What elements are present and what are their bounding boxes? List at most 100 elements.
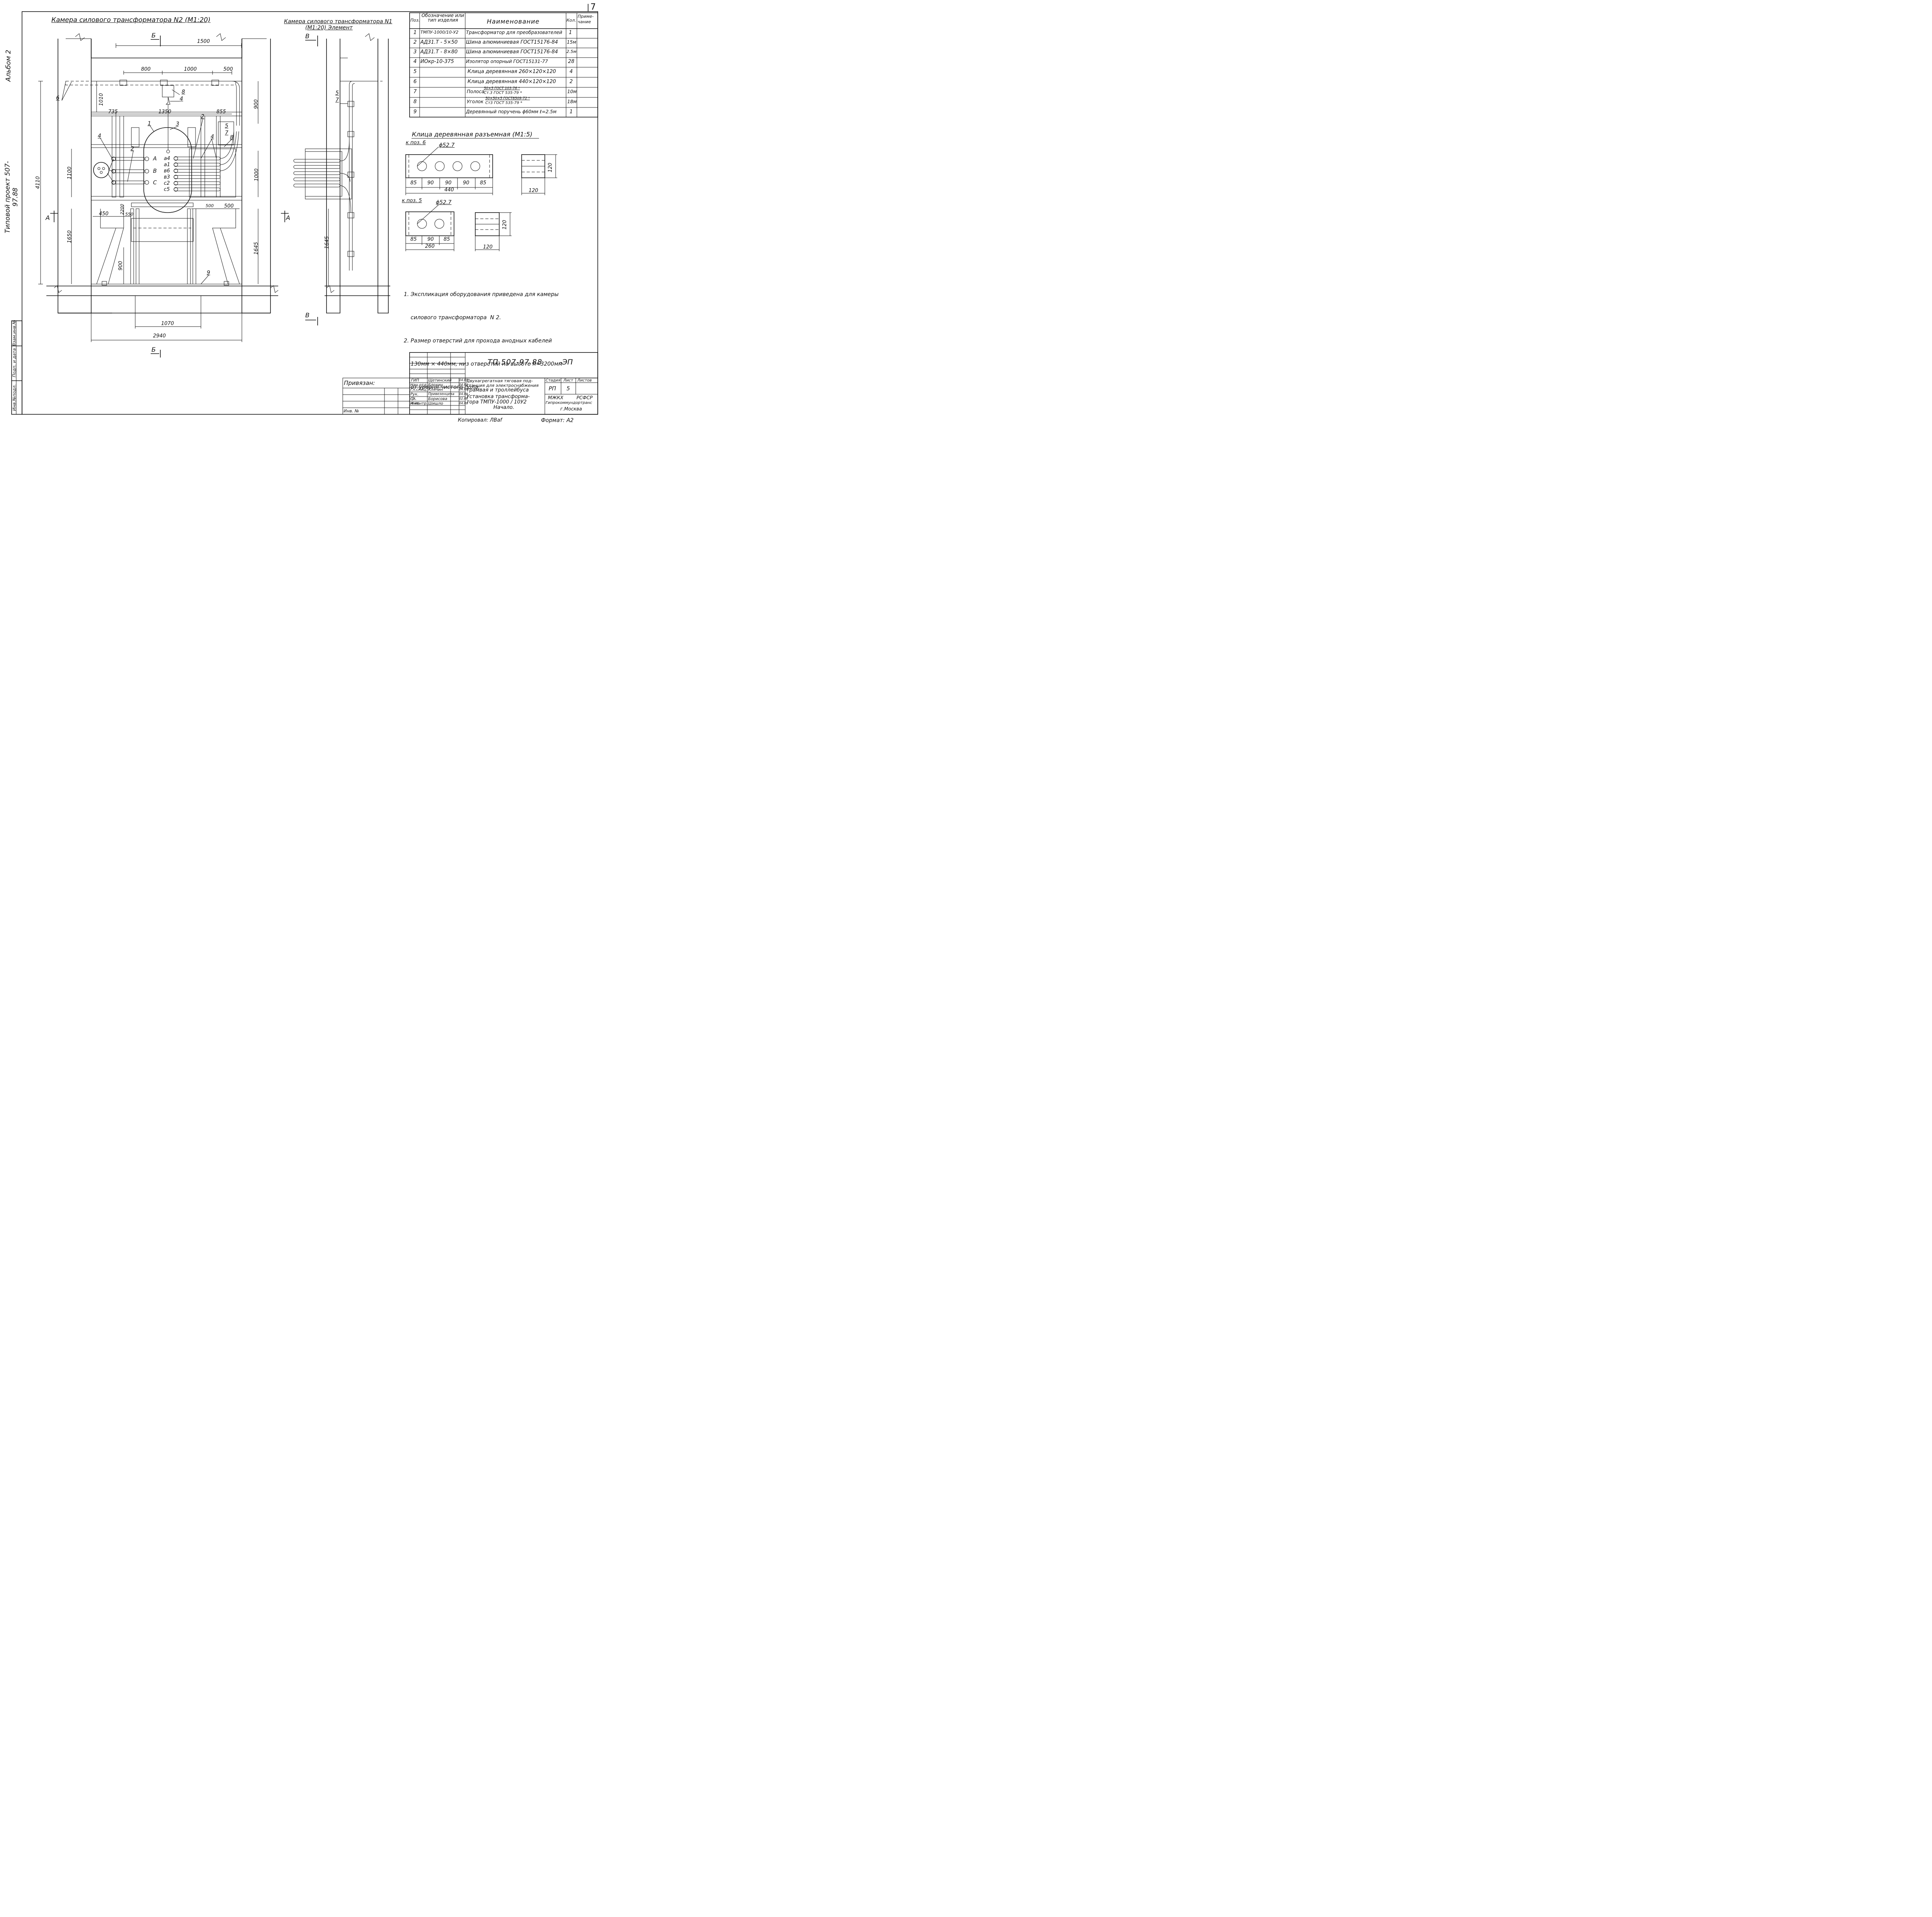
callout-5: 5	[225, 123, 228, 129]
inv-no-label: Инв. №	[344, 409, 359, 414]
terminal-c5: с5	[164, 187, 170, 192]
privyazan-label: Привязан:	[344, 380, 375, 386]
clamp-hole-5: ϕ52.7	[436, 199, 452, 206]
callout-4-top: 4	[180, 96, 183, 102]
section-v-bottom: В	[305, 312, 310, 319]
dim-735: 735	[108, 109, 118, 115]
doc-suffix: -ЭП	[560, 358, 573, 366]
callout-5-right: 5	[335, 90, 339, 96]
spec-header-qty: Кол.	[566, 18, 577, 23]
clamp-pos5-label: к поз. 5	[402, 198, 422, 204]
clamp6-total: 440	[444, 187, 454, 193]
callout-9: 9	[207, 270, 210, 276]
terminal-v3: в3	[164, 174, 170, 180]
dim-900-top: 900	[253, 99, 259, 109]
clamp-pos6-label: к поз. 6	[406, 140, 426, 146]
stamp-inv-podl: Инв.№подл.	[12, 384, 17, 411]
callout-2-top: 2	[201, 114, 204, 120]
right-view-title-1: Камера силового трансформатора N1	[284, 19, 393, 25]
dim-2940: 2940	[153, 333, 166, 339]
note-line: 1. Экспликация оборудования приведена дл…	[404, 291, 559, 298]
org-1: МЖКХ	[548, 395, 564, 400]
format-label: Формат: А2	[541, 417, 574, 424]
callout-4-right: 4	[211, 134, 214, 140]
left-view	[38, 33, 279, 358]
dim-500-b: 500	[224, 203, 234, 209]
section-b-top: Б	[151, 32, 156, 39]
clamp5-d2: 90	[427, 237, 434, 242]
callout-7-right: 7	[335, 97, 339, 103]
dim-1645-right: 1645	[324, 236, 330, 249]
spec-header-note: Приме-чание	[578, 14, 594, 24]
right-view-title-2: (М1:20) Элемент	[305, 25, 353, 31]
section-a-left: А	[46, 214, 50, 221]
transformer-tank	[143, 127, 192, 213]
dim-2200: 2200	[119, 204, 125, 215]
dim-1000-right: 1000	[254, 168, 260, 182]
phase-c: С	[153, 180, 157, 186]
spec-header-pos: Поз.	[410, 18, 420, 23]
project-label: Типовой проект 507-97.88	[4, 161, 19, 233]
phase-b: В	[153, 168, 157, 174]
clamp5-side-h: 120	[502, 220, 508, 230]
callout-2-left: 2	[131, 146, 134, 152]
clamp5-total: 260	[425, 243, 435, 249]
note-line: силового трансформатора N 2.	[404, 315, 501, 321]
desc-block-2: Установка трансформа- тора ТМПУ-1000 / 1…	[466, 394, 530, 410]
clamp6-side-h: 120	[547, 163, 553, 172]
callout-6: 6	[56, 95, 60, 101]
terminal-c2: с2	[164, 180, 170, 186]
clamp5-side-w: 120	[483, 244, 493, 250]
dim-1000-top: 1000	[184, 66, 197, 72]
dim-1500: 1500	[197, 39, 210, 44]
section-v-top: В	[305, 32, 310, 40]
page-number: 7	[590, 2, 596, 12]
sheet-value: 5	[566, 386, 570, 392]
clamp-detail-drawing	[405, 138, 557, 251]
sheet-frame	[22, 11, 598, 415]
terminal-a1: а1	[164, 162, 170, 168]
clamp6-d1: 85	[410, 180, 417, 186]
note-line: от уровня чистого пола.	[404, 384, 480, 390]
dim-800: 800	[141, 66, 151, 72]
row-pos: 1	[413, 30, 417, 36]
phase-a: А	[153, 156, 157, 162]
dim-500-a: 500	[206, 203, 214, 208]
dim-900-bottom: 900	[117, 261, 124, 271]
clamp6-d2: 90	[427, 180, 434, 186]
title-block-grid	[342, 352, 598, 415]
dim-1350: 1350	[158, 109, 172, 115]
copied-by: Копировал: ЛВаf	[458, 417, 502, 423]
clamp-title: Клица деревянная разъемная (М1:5)	[412, 131, 532, 138]
note-line: 2. Размер отверстий для прохода анодных …	[404, 338, 552, 344]
notes: 1. Экспликация оборудования приведена дл…	[404, 275, 562, 399]
doc-code: ТП 507-97.88	[488, 358, 543, 366]
dim-855: 855	[216, 109, 226, 115]
callout-8-top: 8	[182, 89, 185, 95]
clamp-hole-6: ϕ52.7	[439, 142, 455, 148]
org-2: РСФСР	[577, 395, 593, 400]
row-qty: 1	[569, 30, 572, 36]
sheets-header: Листов	[577, 378, 592, 383]
dim-4110: 4110	[35, 176, 41, 189]
spec-header-code: Обозначение или тип изделия	[421, 13, 464, 23]
callout-4-left: 4	[98, 133, 101, 139]
spec-table-grid	[409, 12, 598, 117]
left-stamp-grid	[11, 320, 22, 415]
stage-value: РП	[549, 386, 556, 392]
org-3: Гипрокоммундортранс	[546, 401, 592, 405]
dim-1070: 1070	[161, 321, 174, 327]
clamp6-side-w: 120	[529, 188, 538, 194]
stamp-vzam: Взам.инв.№	[12, 320, 17, 346]
left-view-title: Камера силового трансформатора N2 (М1:20…	[51, 16, 211, 24]
row-code: ТМПУ-1000/10-У2	[420, 30, 459, 35]
right-view	[281, 33, 390, 325]
stage-header: Стадия	[546, 378, 561, 383]
callout-1: 1	[148, 121, 151, 127]
desc-block-1: Двухагрегатная тяговая под- станция для …	[466, 378, 539, 393]
org-4: г.Москва	[560, 406, 582, 412]
dim-1010: 1010	[99, 93, 105, 106]
stamp-podp: Подп. и дата	[12, 348, 17, 377]
clamp6-d5: 85	[480, 180, 486, 186]
clamp5-d1: 85	[410, 237, 417, 242]
